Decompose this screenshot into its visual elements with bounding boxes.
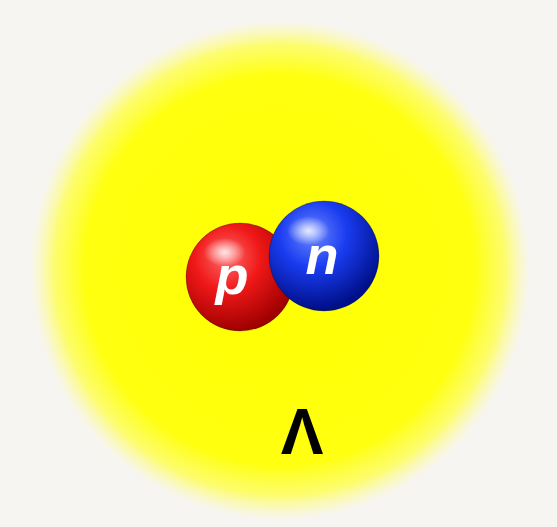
sphere-body [269, 201, 379, 311]
particle-symbol: n [306, 228, 339, 282]
particle-label: Λ [281, 400, 324, 464]
lambda-halo: Λp n [30, 20, 530, 520]
neutron-sphere: n [268, 200, 380, 312]
particle-symbol: p [216, 248, 249, 302]
halo-cloud [30, 20, 530, 520]
